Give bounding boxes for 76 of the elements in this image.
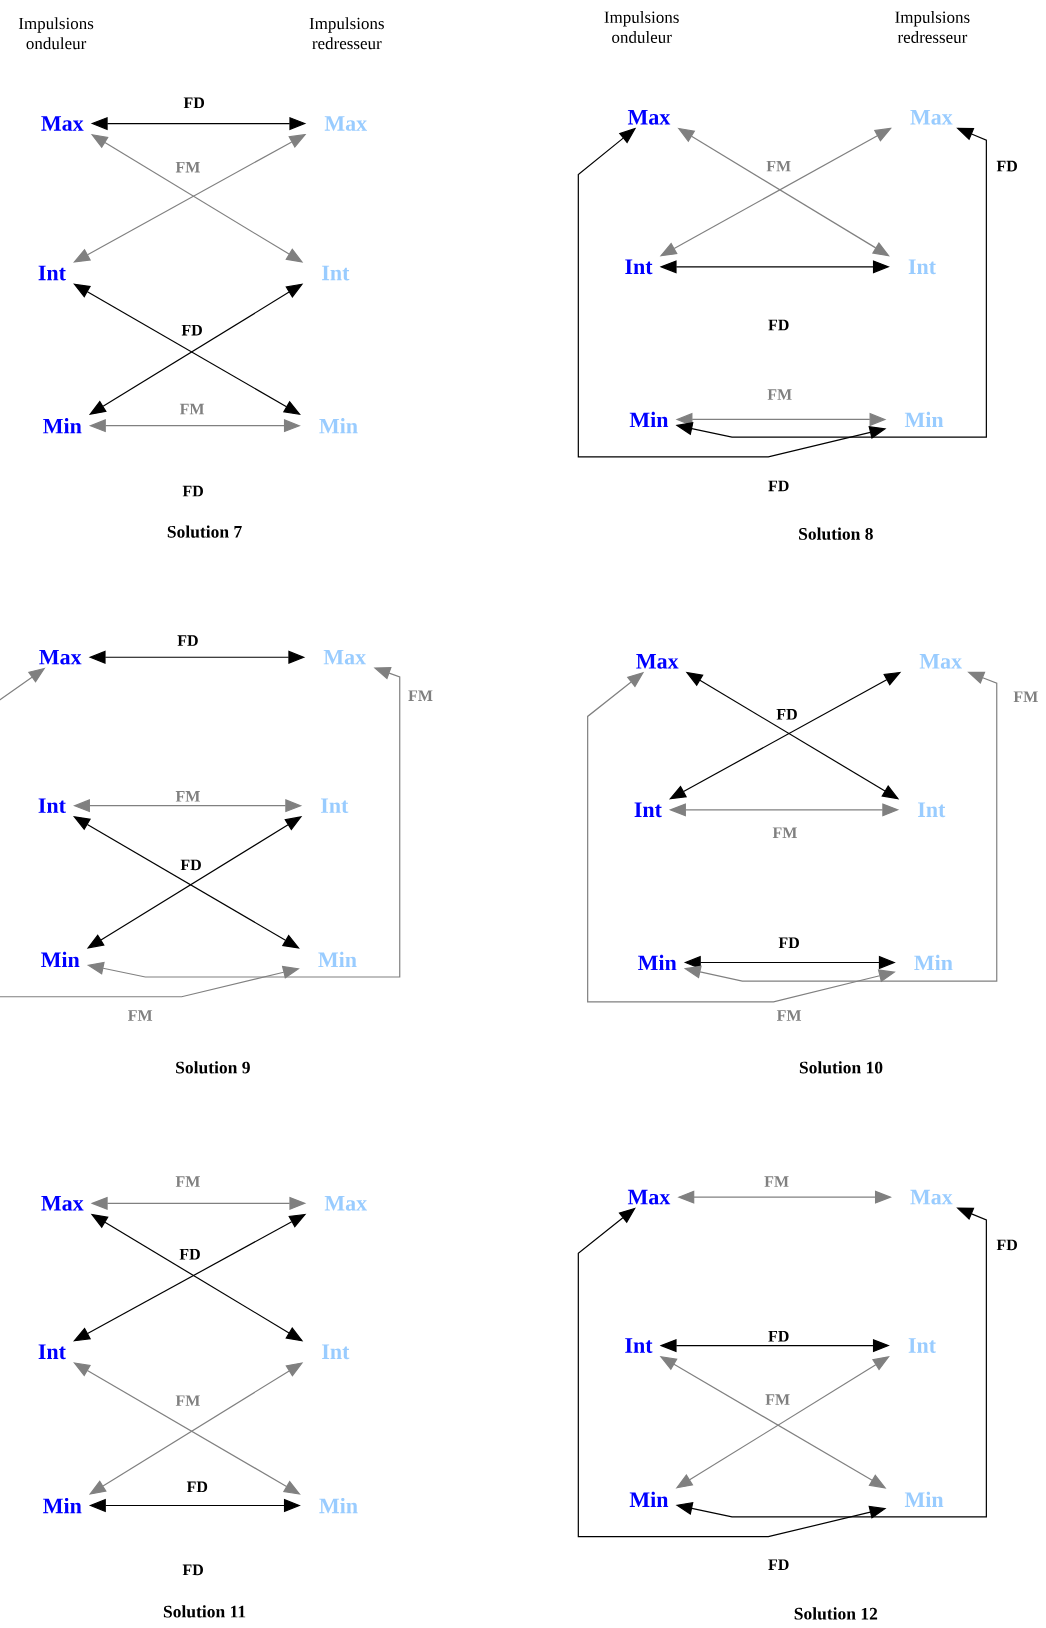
level-label: Int [908, 1338, 937, 1353]
column-heading: Impulsions redresseur [895, 11, 970, 43]
edge-label: FM [764, 1393, 792, 1406]
edge-label: FD [176, 634, 200, 647]
level-label: Max [325, 1196, 368, 1211]
level-label: Min [905, 1491, 944, 1507]
level-label: Min [41, 951, 80, 967]
level-label: Min [630, 1491, 669, 1507]
edge-label: FM [763, 1175, 791, 1188]
edge-label: FM [126, 1009, 154, 1022]
level-label: Int [321, 798, 349, 813]
level-label: Max [628, 110, 671, 125]
edge-label: FD [179, 858, 203, 872]
level-label: Int [322, 265, 350, 281]
level-label: Int [918, 802, 946, 818]
edge-label: FD [180, 323, 204, 337]
level-label: Min [905, 411, 944, 428]
edge-label: FM [174, 160, 202, 174]
edge-label: FD [767, 479, 791, 493]
level-label: Min [318, 951, 357, 967]
level-label: Int [625, 1338, 653, 1353]
solution-caption: Solution 9 [176, 1061, 251, 1074]
level-label: Int [625, 259, 653, 275]
edge-label: FD [767, 1330, 791, 1343]
level-label: Max [919, 654, 963, 669]
solution-caption: Solution 11 [164, 1605, 246, 1618]
edge-label: FM [1012, 690, 1040, 703]
level-label: Max [39, 649, 82, 665]
level-label: Min [630, 411, 669, 428]
level-label: Min [43, 418, 82, 434]
edge-label: FD [995, 1238, 1019, 1252]
column-heading: Impulsions onduleur [19, 17, 94, 50]
note-label: FD [182, 1564, 204, 1576]
solution-caption: Solution 12 [794, 1607, 878, 1620]
solution-caption: Solution 8 [799, 527, 874, 540]
edge-label: FM [407, 689, 435, 702]
level-label: Min [914, 954, 953, 971]
edge-label: FM [775, 1009, 803, 1022]
level-label: Max [910, 1189, 953, 1205]
level-label: Int [38, 265, 67, 281]
edge-label: FD [182, 96, 207, 110]
edge-label: FD [185, 1480, 210, 1494]
edge-label: FM [174, 1394, 202, 1407]
level-label: Int [908, 259, 937, 275]
level-label: Max [323, 649, 367, 665]
solution-caption: Solution 10 [800, 1061, 883, 1074]
level-label: Min [638, 954, 677, 971]
level-label: Max [628, 1189, 671, 1205]
edge-label: FD [995, 159, 1019, 173]
level-label: Max [636, 654, 679, 669]
edge-label: FM [174, 1175, 202, 1188]
level-label: Max [41, 1196, 84, 1211]
edge-label: FM [771, 826, 799, 839]
level-label: Int [38, 1344, 67, 1360]
level-label: Min [319, 1497, 358, 1514]
edge-label: FM [765, 159, 793, 173]
edge-label: FM [766, 388, 794, 401]
column-heading: Impulsions onduleur [604, 11, 680, 43]
edge-label: FD [777, 936, 801, 949]
level-label: Int [322, 1344, 350, 1360]
level-label: Min [43, 1497, 82, 1514]
edge-label: FM [174, 790, 202, 803]
edge-label: FD [767, 318, 791, 332]
solution-caption: Solution 7 [168, 525, 242, 538]
edge-label: FD [775, 708, 799, 721]
edge-label: FD [767, 1558, 791, 1571]
column-heading: Impulsions redresseur [309, 17, 385, 50]
edge-label: FD [178, 1248, 202, 1261]
note-label: FD [182, 485, 204, 497]
edge-label: FM [178, 402, 206, 416]
level-label: Min [319, 418, 358, 434]
level-label: Int [38, 798, 67, 813]
level-label: Max [910, 110, 953, 125]
level-label: Max [41, 116, 84, 131]
level-label: Max [325, 116, 368, 131]
level-label: Int [634, 802, 663, 818]
